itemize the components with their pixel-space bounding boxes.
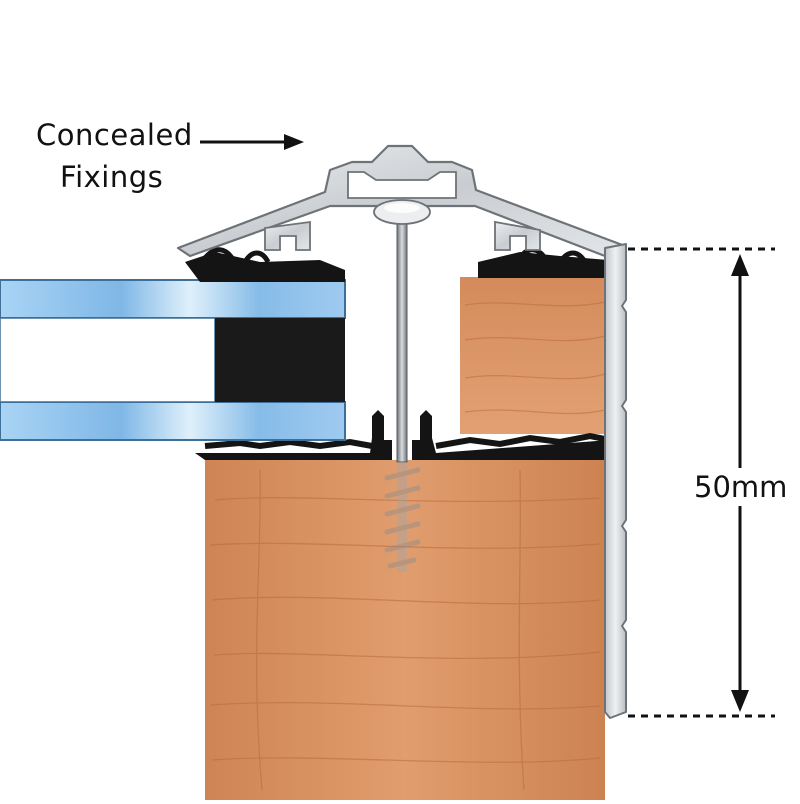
top-gasket-right [478,252,608,278]
callout-arrow [200,134,304,150]
glazing-cavity [0,317,216,403]
dimension-arrow-top [731,254,749,276]
timber-batten [460,277,608,434]
cap-vertical-leg [604,243,627,719]
cap-right-clip [494,220,541,251]
top-gasket-left [185,252,345,282]
dimension-arrow-bottom [731,690,749,712]
callout-label-line2: Fixings [60,160,164,194]
glazing-spacer [215,318,345,402]
gasket-left [195,410,392,460]
top-gasket [185,247,608,282]
callout-label-line1: Concealed [36,118,193,152]
cap-center-channel [347,171,457,199]
glazing-bottom-sheet [0,401,346,441]
bottom-gasket [195,410,611,460]
screw-thread [384,462,421,572]
batten-grain [464,301,606,415]
timber-rafter [205,460,605,800]
rafter-grain [209,469,601,791]
glazing-top-sheet [0,279,346,319]
gasket-right [412,410,610,460]
cap-left-clip [264,220,311,251]
glazing-panel [0,279,346,441]
dimension-label: 50mm [694,468,788,506]
rafter-body [205,460,605,800]
callout-arrow-head [284,134,304,150]
screw-fixing [373,199,431,572]
screw-shank [396,211,408,463]
